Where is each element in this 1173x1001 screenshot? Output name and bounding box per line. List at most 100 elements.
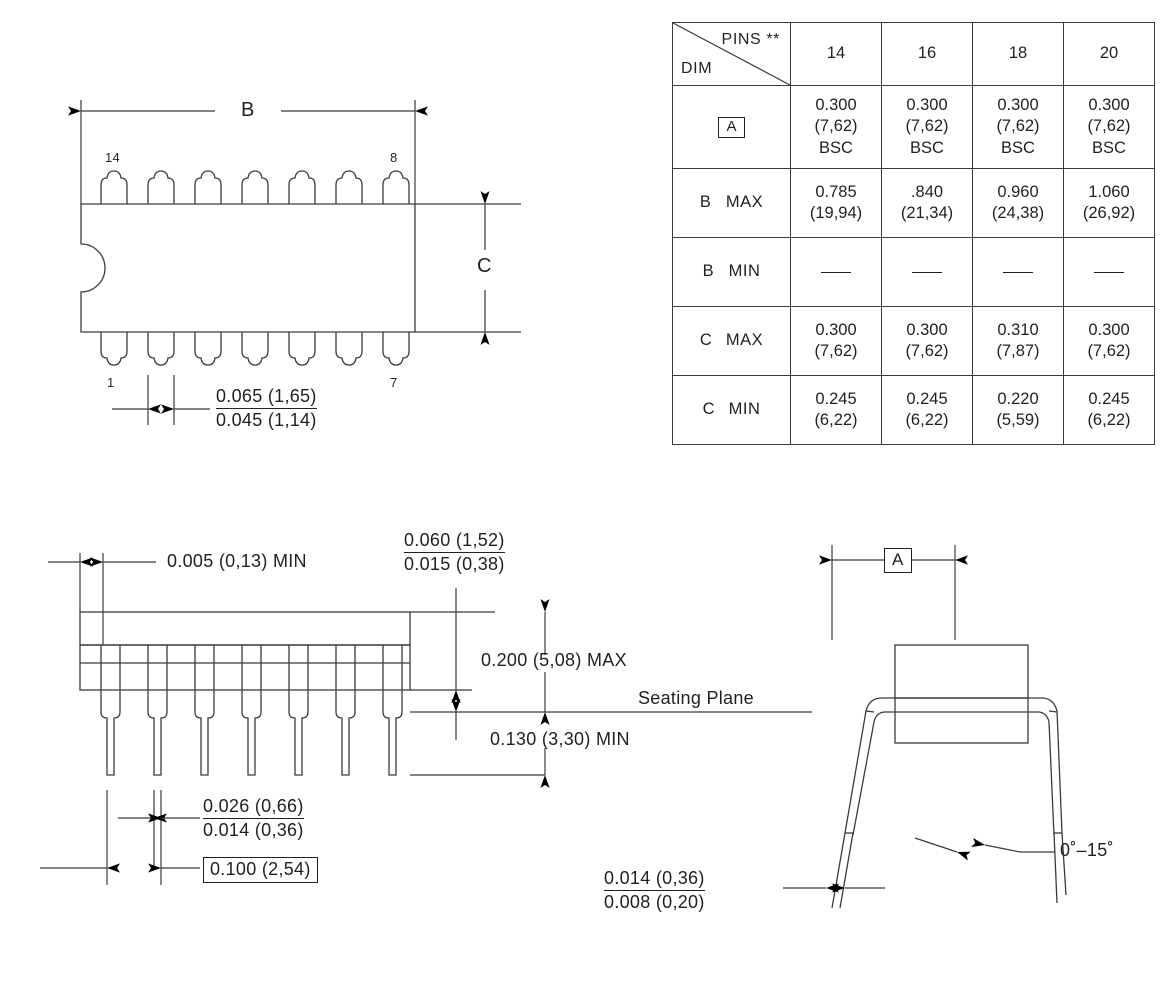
cell-line-inch: 0.220 — [997, 389, 1039, 408]
pin-13 — [147, 170, 175, 204]
cell-a-20: 0.300 (7,62) BSC — [1063, 85, 1155, 169]
cell-line-note: BSC — [1092, 138, 1126, 157]
end-lead-left-step — [865, 710, 875, 713]
cell-line-mm: (26,92) — [1082, 204, 1136, 222]
dimension-table-body: PINS ** DIM 14 16 18 20 A 0.300 (7,62) B… — [672, 22, 1155, 445]
cell-line-mm: (7,62) — [814, 342, 858, 360]
side-lead-7 — [382, 645, 403, 776]
cell-line-inch: 1.060 — [1088, 182, 1130, 201]
dimension-c — [415, 191, 521, 345]
header-col-20: 20 — [1063, 22, 1155, 86]
pin-5 — [288, 332, 316, 366]
cell-bmin-14 — [790, 237, 882, 307]
callout-lead-thickness-end: 0.014 (0,36) 0.008 (0,20) — [604, 868, 705, 913]
header-col-14: 14 — [790, 22, 882, 86]
cell-line-mm: (6,22) — [1087, 411, 1131, 429]
callout-pitch: 0.100 (2,54) — [203, 857, 318, 883]
dimension-lead-length — [410, 699, 550, 788]
end-view-package — [831, 644, 1067, 909]
end-lead-left-outer — [844, 697, 895, 834]
dimension-lead-angle — [914, 837, 1055, 861]
cell-bmax-18: 0.960 (24,38) — [972, 168, 1064, 238]
pin-3 — [194, 332, 222, 366]
end-lead-right-angle-ref — [1061, 832, 1067, 896]
side-lead-row — [100, 645, 403, 776]
cell-cmin-20: 0.245 (6,22) — [1063, 375, 1155, 445]
side-lead-5 — [288, 645, 309, 776]
cell-line-mm: (7,62) — [1087, 117, 1131, 136]
cell-line-inch: 0.300 — [1088, 320, 1130, 339]
pin-7 — [382, 332, 410, 366]
cell-line-inch: 0.245 — [906, 389, 948, 408]
cell-bmax-14: 0.785 (19,94) — [790, 168, 882, 238]
end-lead-left-lower-outer — [831, 832, 846, 909]
cell-line-inch: 0.300 — [815, 320, 857, 339]
label-pin-1: 1 — [107, 375, 115, 390]
dimension-standoff — [48, 553, 156, 645]
end-lead-right-inner — [1028, 711, 1055, 836]
dimension-b — [68, 100, 428, 204]
callout-standoff: 0.005 (0,13) MIN — [167, 551, 307, 571]
cell-bmax-20: 1.060 (26,92) — [1063, 168, 1155, 238]
package-body-outline — [80, 203, 416, 333]
cell-line-mm: (7,62) — [814, 117, 858, 136]
row-a-boxed-name: A — [718, 116, 745, 139]
label-pin-8: 8 — [390, 150, 398, 165]
callout-lead-width-side: 0.026 (0,66) 0.014 (0,36) — [203, 796, 304, 841]
dimension-a — [819, 545, 968, 640]
table-row: A 0.300 (7,62) BSC 0.300 (7,62) BSC 0.30… — [672, 85, 1155, 169]
cell-a-16: 0.300 (7,62) BSC — [881, 85, 973, 169]
cell-line-inch: 0.300 — [906, 96, 948, 115]
cell-line-inch: 0.310 — [997, 320, 1039, 339]
end-body-lower — [894, 697, 1029, 744]
pin-6 — [335, 332, 363, 366]
side-lead-3 — [194, 645, 215, 776]
top-view-package — [80, 170, 416, 366]
pin-8 — [382, 170, 410, 204]
side-body-upper — [79, 611, 411, 646]
pin-2 — [147, 332, 175, 366]
dimension-table: PINS ** DIM 14 16 18 20 A 0.300 (7,62) B… — [672, 22, 1155, 445]
callout-min: 0.015 (0,38) — [404, 554, 505, 575]
pin-1 — [100, 332, 128, 366]
header-dim-label: DIM — [681, 59, 713, 77]
cell-line-inch: 0.245 — [815, 389, 857, 408]
callout-lead-thickness-side: 0.060 (1,52) 0.015 (0,38) — [404, 530, 505, 575]
dimension-lead-width-top — [112, 375, 210, 425]
header-pins-label: PINS ** — [721, 31, 780, 48]
cell-a-18: 0.300 (7,62) BSC — [972, 85, 1064, 169]
callout-seated-height: 0.200 (5,08) MAX — [481, 650, 627, 670]
cell-line-inch: 0.300 — [1088, 96, 1130, 115]
cell-line-mm: (6,22) — [814, 411, 858, 429]
pin-9 — [335, 170, 363, 204]
cell-line-mm: (6,22) — [905, 411, 949, 429]
pin-10 — [288, 170, 316, 204]
cell-line-note: BSC — [910, 138, 944, 157]
cell-cmin-18: 0.220 (5,59) — [972, 375, 1064, 445]
cell-line-mm: (21,34) — [900, 204, 954, 222]
pin-11 — [241, 170, 269, 204]
end-lead-left-lower-inner — [839, 832, 854, 909]
cell-line-inch: 0.785 — [815, 182, 857, 201]
header-col-18: 18 — [972, 22, 1064, 86]
cell-bmin-20 — [1063, 237, 1155, 307]
pin-12 — [194, 170, 222, 204]
cell-cmax-18: 0.310 (7,87) — [972, 306, 1064, 376]
pin-4 — [241, 332, 269, 366]
cell-bmin-16 — [881, 237, 973, 307]
side-lead-4 — [241, 645, 262, 776]
cell-bmax-16: .840 (21,34) — [881, 168, 973, 238]
cell-line-inch: 0.300 — [906, 320, 948, 339]
end-lead-right-step — [1048, 710, 1058, 713]
callout-min: 0.008 (0,20) — [604, 892, 705, 913]
cell-line-inch: 0.300 — [997, 96, 1039, 115]
cell-cmin-16: 0.245 (6,22) — [881, 375, 973, 445]
end-lead-right-outer — [1028, 697, 1063, 834]
callout-min: 0.014 (0,36) — [203, 820, 304, 841]
label-dim-b: B — [241, 99, 255, 121]
header-corner-cell: PINS ** DIM — [672, 22, 791, 86]
